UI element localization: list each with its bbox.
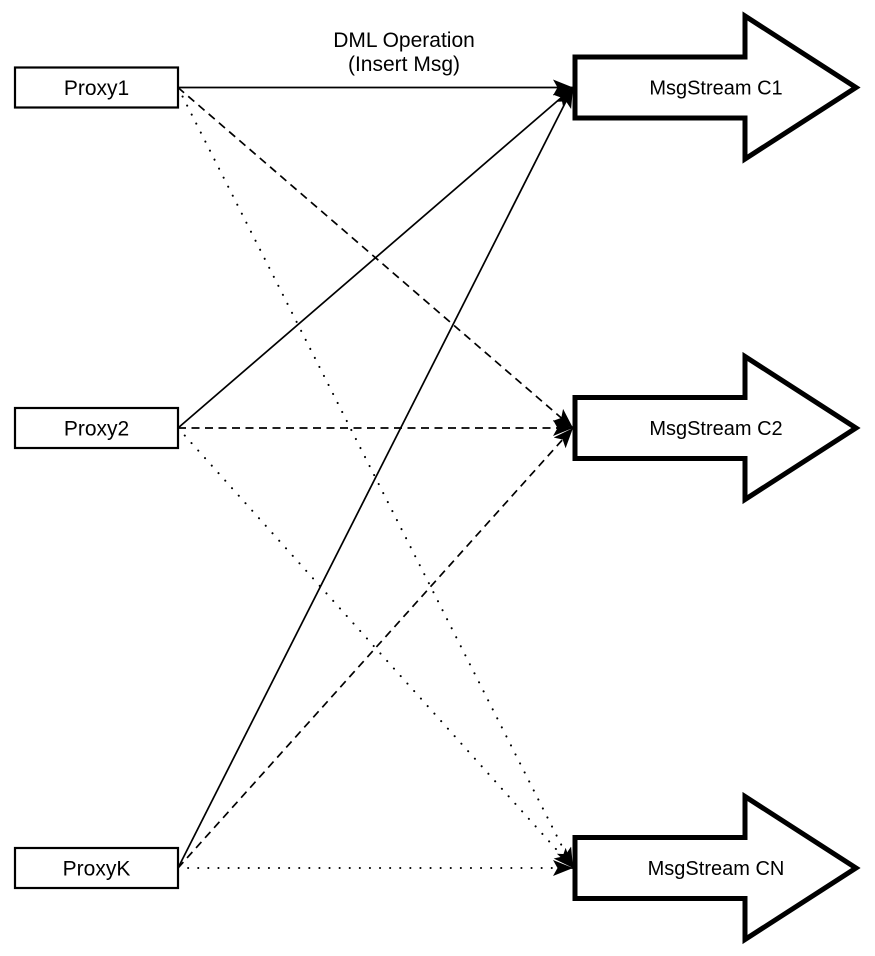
edge-proxyk-to-c1	[177, 87, 574, 869]
stream-c2-node: MsgStream C2	[572, 351, 861, 505]
stream-c1-label: MsgStream C1	[649, 78, 782, 100]
edge-proxy2-to-c1	[177, 86, 574, 429]
proxy2-label: Proxy2	[64, 418, 129, 441]
edges-layer	[177, 79, 574, 876]
stream-c2-label: MsgStream C2	[649, 418, 782, 440]
proxy1-box	[13, 66, 180, 109]
diagram-title-line1: DML Operation	[333, 29, 475, 52]
proxyk-label: ProxyK	[63, 858, 131, 881]
proxy2-box	[13, 406, 180, 450]
stream-cn-arrow-shape	[572, 791, 861, 945]
proxyk-node: ProxyK	[13, 846, 180, 890]
edge-proxyk-to-c2	[177, 427, 574, 869]
diagram-title-line2: (Insert Msg)	[348, 53, 460, 76]
stream-cn-label: MsgStream CN	[648, 858, 785, 880]
stream-c2-arrow-shape	[572, 351, 861, 505]
proxyk-box	[13, 846, 180, 890]
stream-c1-arrow-shape	[572, 11, 861, 164]
proxy2-node: Proxy2	[13, 406, 180, 450]
stream-c1-node: MsgStream C1	[572, 11, 861, 164]
proxy1-label: Proxy1	[64, 77, 129, 100]
proxy1-node: Proxy1	[13, 66, 180, 109]
stream-cn-node: MsgStream CN	[572, 791, 861, 945]
